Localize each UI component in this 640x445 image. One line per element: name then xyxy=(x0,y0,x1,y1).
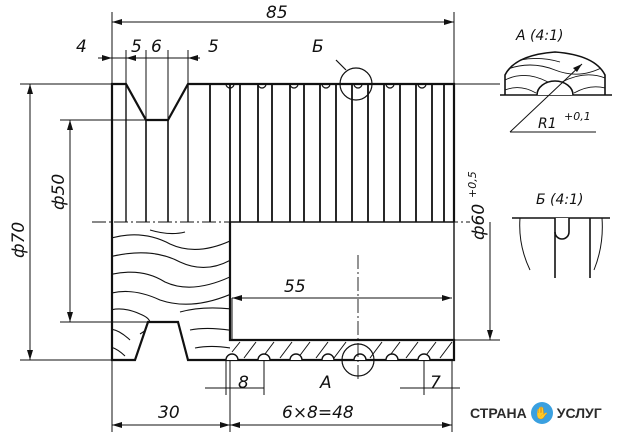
grooves-lower xyxy=(225,353,431,361)
label-view-b: Б xyxy=(312,37,324,57)
dim-7: 7 xyxy=(430,373,441,393)
wood-hatching xyxy=(112,229,230,357)
dim-5b: 5 xyxy=(208,37,219,57)
watermark-left: СТРАНА xyxy=(470,405,527,421)
detail-a: А (4:1) R1 +0,1 xyxy=(500,28,612,133)
dim-85: 85 xyxy=(266,3,288,23)
ribs xyxy=(209,84,445,222)
handshake-icon: ✋ xyxy=(530,402,553,424)
watermark-logo: СТРАНА ✋ УСЛУГ xyxy=(470,398,602,428)
detail-circles xyxy=(335,59,375,377)
part-outline xyxy=(110,82,456,362)
dim-5a: 5 xyxy=(131,37,142,57)
grooves-upper xyxy=(225,83,427,89)
dim-55: 55 xyxy=(284,277,306,297)
dim-diam60-tol: +0,5 xyxy=(466,171,479,198)
dim-diam60: ф60 xyxy=(469,204,489,240)
dim-diam50: ф50 xyxy=(49,174,69,210)
detail-b: Б (4:1) xyxy=(512,192,610,278)
dim-6: 6 xyxy=(151,37,162,57)
detail-b-title: Б (4:1) xyxy=(536,192,584,208)
dim-30: 30 xyxy=(158,403,180,423)
radius-tol: +0,1 xyxy=(564,110,591,123)
dim-8: 8 xyxy=(238,373,249,393)
watermark-right: УСЛУГ xyxy=(556,405,602,421)
axis-lines xyxy=(92,221,470,380)
dimension-lines xyxy=(20,12,500,432)
dim-4: 4 xyxy=(76,37,87,57)
detail-a-title: А (4:1) xyxy=(515,28,563,44)
radius-label: R1 xyxy=(538,116,557,132)
dim-diam70: ф70 xyxy=(9,222,29,258)
label-view-a: А xyxy=(319,373,332,393)
arrowheads xyxy=(27,19,493,428)
dim-pitch: 6×8=48 xyxy=(282,403,354,423)
